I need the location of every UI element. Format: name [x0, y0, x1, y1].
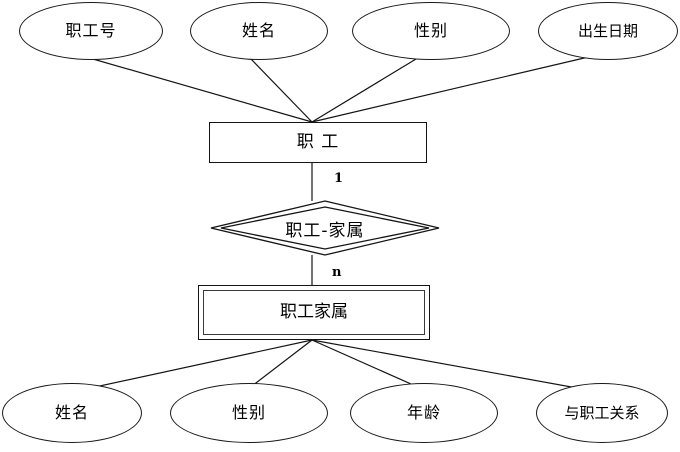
double-diamond-shape — [210, 200, 440, 256]
attribute-emp-birthdate[interactable]: 出生日期 — [538, 2, 678, 60]
edge-fam-sex — [251, 339, 313, 387]
edge-emp-name — [249, 57, 313, 123]
edge-fam-age — [311, 339, 421, 389]
attribute-fam-age[interactable]: 年龄 — [350, 383, 498, 443]
attribute-label: 性别 — [231, 403, 266, 422]
edge-fam-relation — [311, 339, 589, 391]
attribute-label: 性别 — [413, 21, 448, 40]
entity-employee[interactable]: 职 工 — [209, 122, 427, 163]
attribute-label: 与职工关系 — [564, 403, 640, 422]
relationship-employee-family[interactable]: 职工-家属 — [210, 200, 440, 256]
attribute-emp-sex[interactable]: 性别 — [352, 2, 510, 60]
edge-emp-birth — [311, 54, 598, 123]
weak-entity-inner-border: 职工家属 — [203, 290, 425, 335]
attribute-fam-relation[interactable]: 与职工关系 — [536, 383, 668, 443]
cardinality-many: n — [332, 265, 342, 280]
entity-label: 职 工 — [296, 132, 340, 152]
relationship-label: 职工-家属 — [285, 220, 365, 241]
cardinality-one: 1 — [334, 171, 344, 186]
edge-fam-name — [71, 339, 313, 393]
entity-employee-family[interactable]: 职工家属 — [198, 285, 430, 340]
attribute-emp-no[interactable]: 职工号 — [19, 2, 163, 60]
attribute-fam-sex[interactable]: 性别 — [170, 383, 328, 443]
edge-emp-sex — [311, 55, 422, 123]
attribute-label: 姓名 — [54, 403, 89, 422]
entity-label: 职工家属 — [280, 302, 348, 322]
attribute-label: 出生日期 — [577, 21, 638, 40]
attribute-label: 年龄 — [406, 403, 441, 422]
attribute-fam-name[interactable]: 姓名 — [2, 383, 142, 443]
attribute-label: 姓名 — [241, 21, 276, 40]
attribute-emp-name[interactable]: 姓名 — [190, 2, 328, 60]
edge-emp-no — [78, 54, 313, 123]
attribute-label: 职工号 — [65, 21, 117, 40]
